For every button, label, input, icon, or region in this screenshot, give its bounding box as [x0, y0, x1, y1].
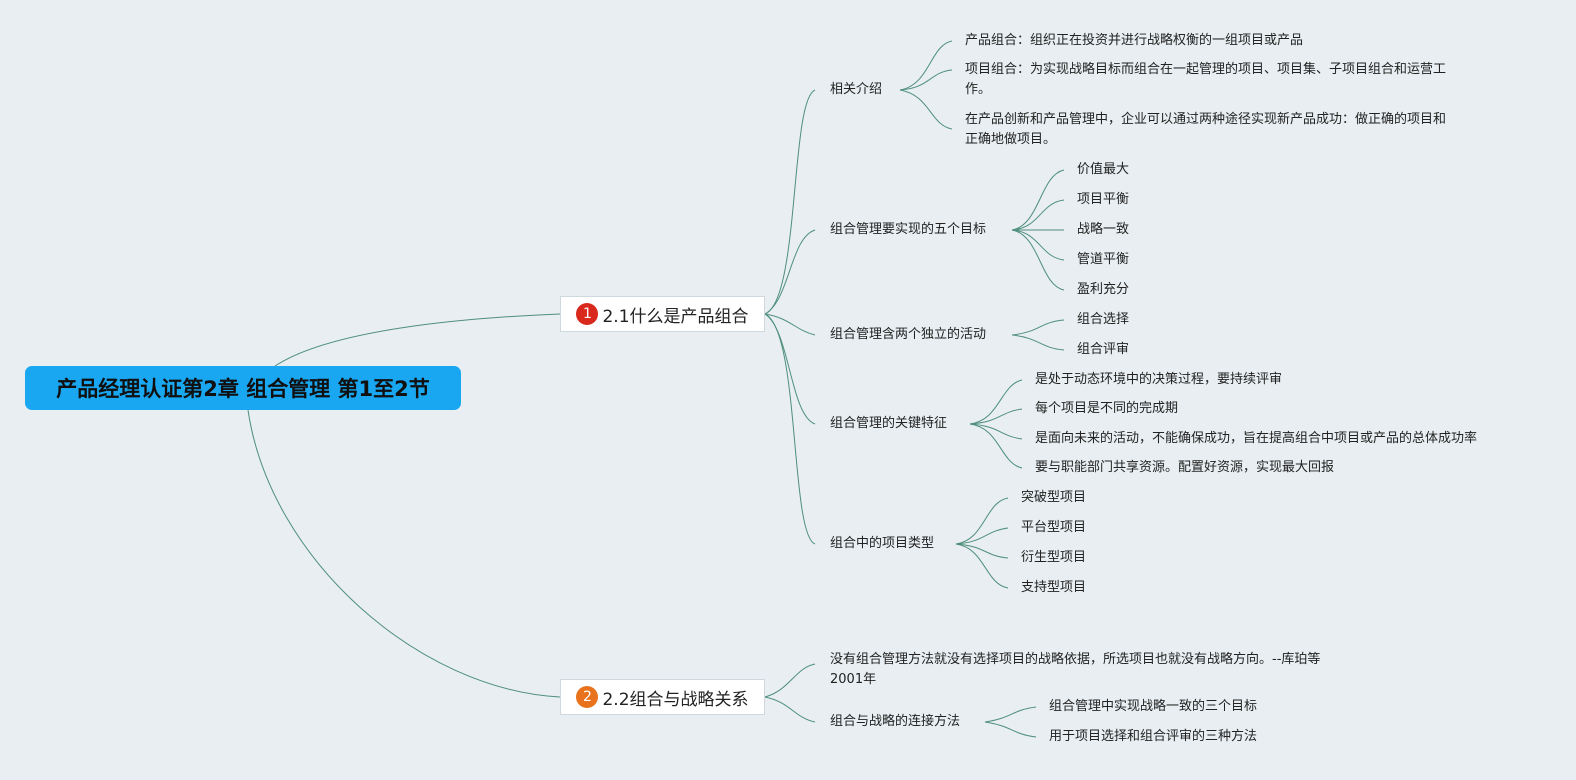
- leaf-method[interactable]: 组合管理中实现战略一致的三个目标: [1049, 699, 1258, 714]
- subtopic-key-characteristics[interactable]: 组合管理的关键特征: [830, 416, 948, 431]
- connector: [764, 313, 816, 336]
- connector: [764, 313, 816, 425]
- leaf-product-portfolio[interactable]: 产品组合：组织正在投资并进行战略权衡的一组项目或产品: [965, 33, 1304, 48]
- leaf-project-type[interactable]: 突破型项目: [1021, 490, 1087, 505]
- subtopic-connection-methods[interactable]: 组合与战略的连接方法: [830, 714, 961, 729]
- connector: [1011, 334, 1065, 351]
- connector: [969, 379, 1023, 425]
- subtopic-cooper-quote[interactable]: 没有组合管理方法就没有选择项目的战略依据，所选项目也就没有战略方向。--库珀等 …: [830, 652, 1321, 687]
- connector: [955, 497, 1009, 545]
- main-topic-2[interactable]: 2 2.2组合与战略关系: [560, 679, 765, 715]
- connector: [1011, 169, 1065, 231]
- connector: [955, 543, 1009, 559]
- leaf-method[interactable]: 用于项目选择和组合评审的三种方法: [1049, 729, 1258, 744]
- connector: [764, 696, 816, 723]
- connector: [764, 313, 816, 545]
- main-topic-label: 2.2组合与战略关系: [602, 689, 749, 710]
- connector: [764, 663, 816, 698]
- connector: [955, 543, 1009, 589]
- subtopic-five-goals[interactable]: 组合管理要实现的五个目标: [830, 222, 987, 237]
- leaf-project-portfolio[interactable]: 项目组合：为实现战略目标而组合在一起管理的项目、项目集、子项目组合和运营工作。: [965, 62, 1447, 97]
- main-topic-label: 2.1什么是产品组合: [602, 306, 749, 327]
- connector: [899, 40, 953, 91]
- connector: [899, 69, 953, 91]
- leaf-goal[interactable]: 战略一致: [1077, 222, 1130, 237]
- leaf-characteristic[interactable]: 是面向未来的活动，不能确保成功，旨在提高组合中项目或产品的总体成功率: [1035, 431, 1478, 446]
- priority-2-icon: 2: [576, 686, 599, 708]
- leaf-project-type[interactable]: 支持型项目: [1021, 580, 1087, 595]
- connector: [274, 313, 561, 367]
- leaf-goal[interactable]: 盈利充分: [1077, 282, 1130, 297]
- connector: [984, 721, 1037, 738]
- connector: [969, 423, 1023, 440]
- main-topic-1[interactable]: 1 2.1什么是产品组合: [560, 296, 765, 332]
- connector: [969, 408, 1023, 425]
- connector: [764, 89, 816, 315]
- connector: [764, 229, 816, 315]
- central-topic[interactable]: 产品经理认证第2章 组合管理 第1至2节: [25, 366, 461, 410]
- leaf-characteristic[interactable]: 每个项目是不同的完成期: [1035, 401, 1179, 416]
- connector: [247, 409, 561, 698]
- subtopic-two-activities[interactable]: 组合管理含两个独立的活动: [830, 327, 987, 342]
- leaf-goal[interactable]: 价值最大: [1077, 162, 1130, 177]
- connector: [1011, 319, 1065, 336]
- leaf-characteristic[interactable]: 要与职能部门共享资源。配置好资源，实现最大回报: [1035, 460, 1335, 475]
- connector: [899, 89, 953, 130]
- leaf-goal[interactable]: 项目平衡: [1077, 192, 1130, 207]
- connector: [969, 423, 1023, 469]
- leaf-project-type[interactable]: 衍生型项目: [1021, 550, 1087, 565]
- leaf-activity[interactable]: 组合评审: [1077, 342, 1130, 357]
- connector: [1011, 199, 1065, 231]
- leaf-activity[interactable]: 组合选择: [1077, 312, 1130, 327]
- connector: [1011, 229, 1065, 291]
- connector: [955, 527, 1009, 545]
- leaf-two-paths[interactable]: 在产品创新和产品管理中，企业可以通过两种途径实现新产品成功：做正确的项目和正确地…: [965, 112, 1447, 147]
- leaf-goal[interactable]: 管道平衡: [1077, 252, 1130, 267]
- subtopic-project-types[interactable]: 组合中的项目类型: [830, 536, 935, 551]
- central-topic-label: 产品经理认证第2章 组合管理 第1至2节: [56, 377, 430, 401]
- priority-1-icon: 1: [576, 303, 599, 325]
- subtopic-related-intro[interactable]: 相关介绍: [830, 82, 883, 97]
- leaf-project-type[interactable]: 平台型项目: [1021, 520, 1087, 535]
- leaf-characteristic[interactable]: 是处于动态环境中的决策过程，要持续评审: [1035, 372, 1283, 387]
- connector: [984, 706, 1037, 723]
- connector: [1011, 229, 1065, 261]
